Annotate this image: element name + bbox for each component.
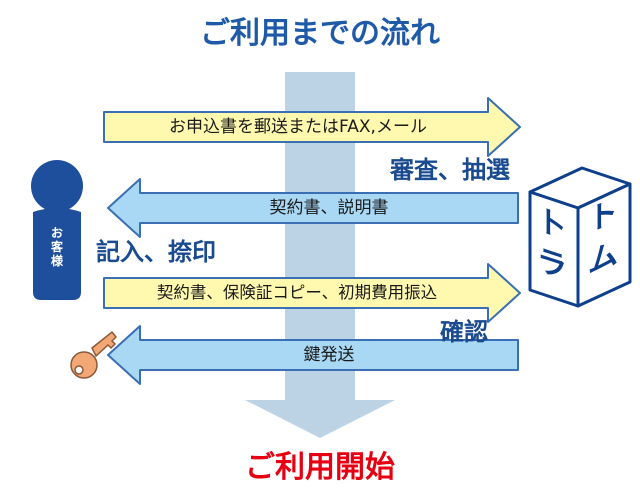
- customer-char-1: お: [50, 226, 63, 240]
- confirm-label: 確認: [440, 318, 488, 346]
- step-arrow-3: [103, 263, 521, 323]
- step-text-2: 契約書、説明書: [269, 198, 389, 218]
- flow-down-arrow: [245, 72, 395, 438]
- sign-char-1: ト: [537, 202, 567, 247]
- step-arrow-2: [107, 178, 519, 238]
- step-arrow-1: [103, 97, 521, 157]
- review-label: 審査、抽選: [390, 156, 510, 184]
- step-text-3: 契約書、保険証コピー、初期費用振込: [156, 283, 438, 302]
- customer-char-2: 客: [50, 240, 63, 254]
- step-text-1: お申込書を郵送またはFAX,メール: [169, 117, 427, 137]
- start-title: ご利用開始: [245, 450, 395, 485]
- step-arrow-4: [107, 325, 519, 385]
- person-icon: [31, 160, 83, 300]
- page-title: ご利用までの流れ: [200, 16, 440, 51]
- fill-in-label: 記入、捺印: [96, 238, 216, 266]
- step-text-4: 鍵発送: [303, 345, 355, 365]
- customer-label: お 客 様: [40, 226, 74, 268]
- sign-char-2: ラ: [537, 242, 567, 287]
- key-icon: [70, 330, 118, 379]
- building-icon: [528, 166, 632, 308]
- customer-char-3: 様: [50, 254, 63, 268]
